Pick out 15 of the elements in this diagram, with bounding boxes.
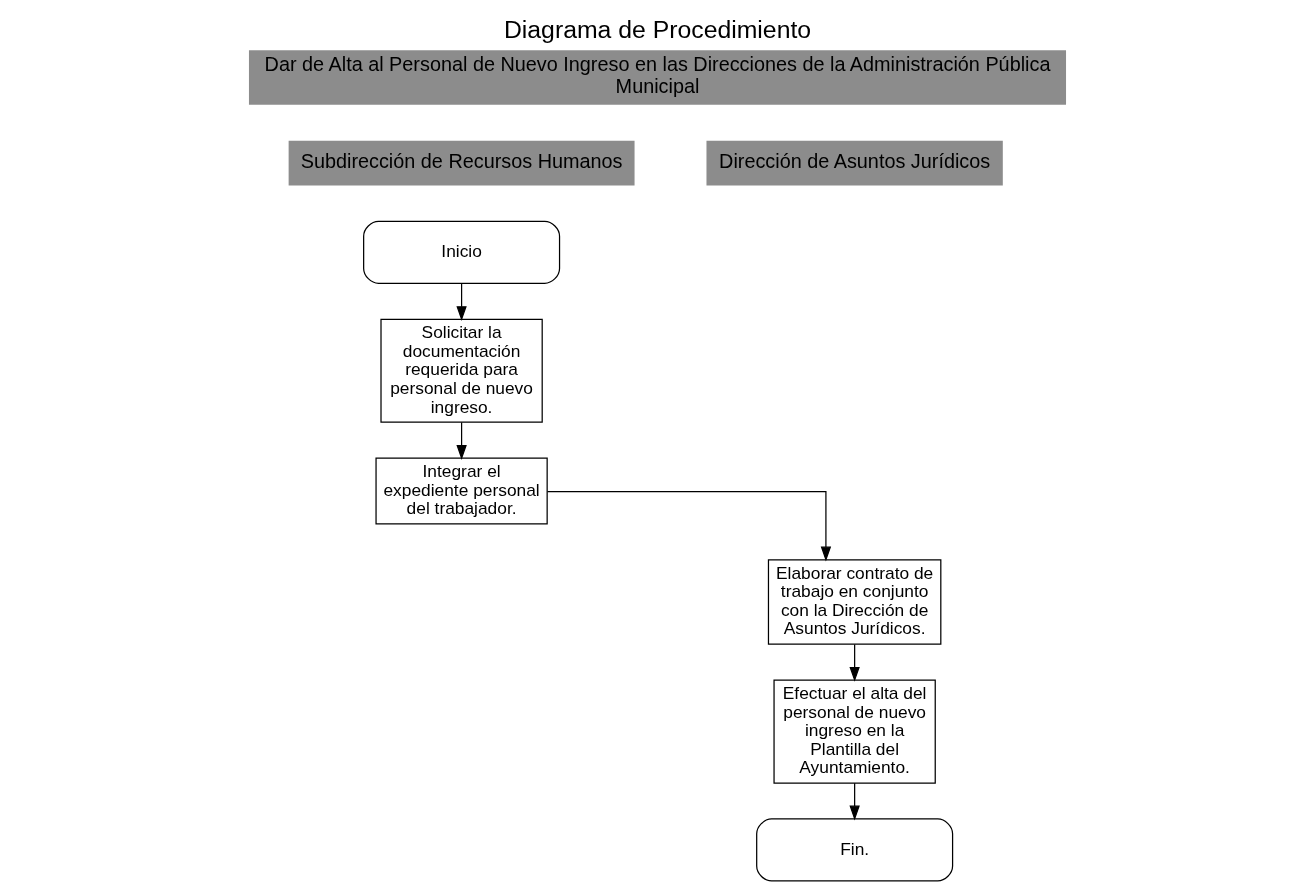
arrow — [546, 491, 831, 562]
arrow — [848, 643, 860, 682]
node-box: Inicio — [362, 220, 560, 284]
arrow — [455, 421, 467, 460]
arrow — [455, 282, 467, 322]
label: Dar de Alta al Personal de Nuevo Ingreso en las Direcciones de la Administración Pública Municipal — [264, 53, 1050, 98]
node-box: Efectuar el alta del personal de nuevo ingreso en la Plantilla del Ayuntamiento. — [772, 679, 936, 784]
diagram-title: Diagrama de Procedimiento — [503, 15, 811, 43]
node-box: Elaborar contrato de trabajo en conjunto con la Dirección de Asuntos Jurídicos. — [767, 559, 941, 645]
label: Subdirección de Recursos Humanos — [300, 149, 623, 172]
arrow — [848, 782, 860, 821]
node-box: Integrar el expediente personal del trabajador. — [374, 457, 548, 525]
node-box: Solicitar la documentación requerida para personal de nuevo ingreso. — [379, 318, 543, 423]
label: Dirección de Asuntos Jurídicos — [718, 149, 990, 172]
node-box: Fin. — [755, 818, 953, 882]
